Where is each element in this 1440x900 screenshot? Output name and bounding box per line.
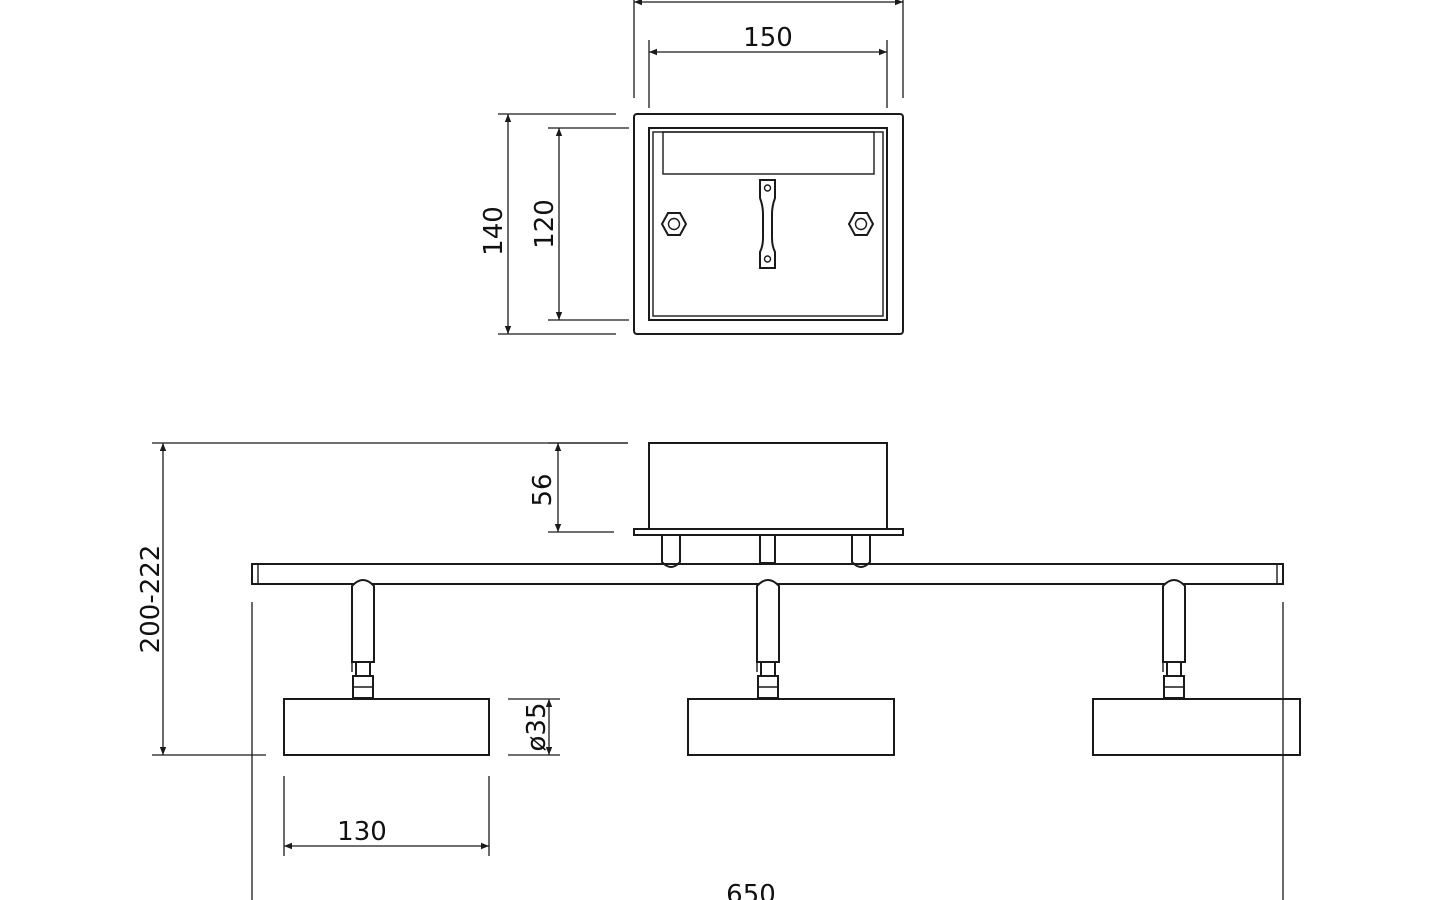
dimension-label-box-height: 56 (528, 473, 558, 506)
nut-left-hole (667, 217, 681, 231)
canopy-box (648, 442, 888, 530)
connector-post-left (661, 534, 681, 568)
mounting-bracket (759, 179, 776, 269)
dimension-label-base-width: 150 (743, 23, 793, 53)
dimension-label-bar-length: 650 (726, 880, 776, 900)
spot-head (283, 698, 490, 756)
bracket-hole (763, 255, 772, 263)
bracket-hole (763, 184, 772, 192)
spot-head (1092, 698, 1301, 756)
dimension-label-total-height: 200-222 (136, 545, 166, 654)
spot-joint (760, 661, 776, 677)
dimension-label-inner-height: 120 (530, 199, 560, 249)
connector-post-center (759, 534, 776, 564)
nut-right-icon (847, 212, 875, 236)
spotlight-left (283, 579, 490, 756)
dimension-label-spot-length: 130 (337, 817, 387, 847)
spot-arm (756, 579, 780, 663)
nut-right-hole (854, 217, 868, 231)
top-view: 150 140 120 (479, 0, 904, 335)
spot-arm (351, 579, 375, 663)
dimension-label-base-height: 140 (479, 206, 509, 256)
spot-head (687, 698, 895, 756)
spot-joint (1166, 661, 1182, 677)
terminal-strip (662, 131, 875, 175)
spotlight-center (687, 579, 895, 756)
base-plate-inner (648, 127, 888, 321)
spotlight-right (1092, 579, 1301, 756)
base-plate-outer (633, 113, 904, 335)
connector-post-right (851, 534, 871, 568)
spot-arm (1162, 579, 1186, 663)
front-view: 200-222 56 (136, 442, 1301, 900)
dimension-label-spot-diameter: ø35 (522, 703, 552, 752)
nut-left-icon (660, 212, 688, 236)
spot-joint (355, 661, 371, 677)
